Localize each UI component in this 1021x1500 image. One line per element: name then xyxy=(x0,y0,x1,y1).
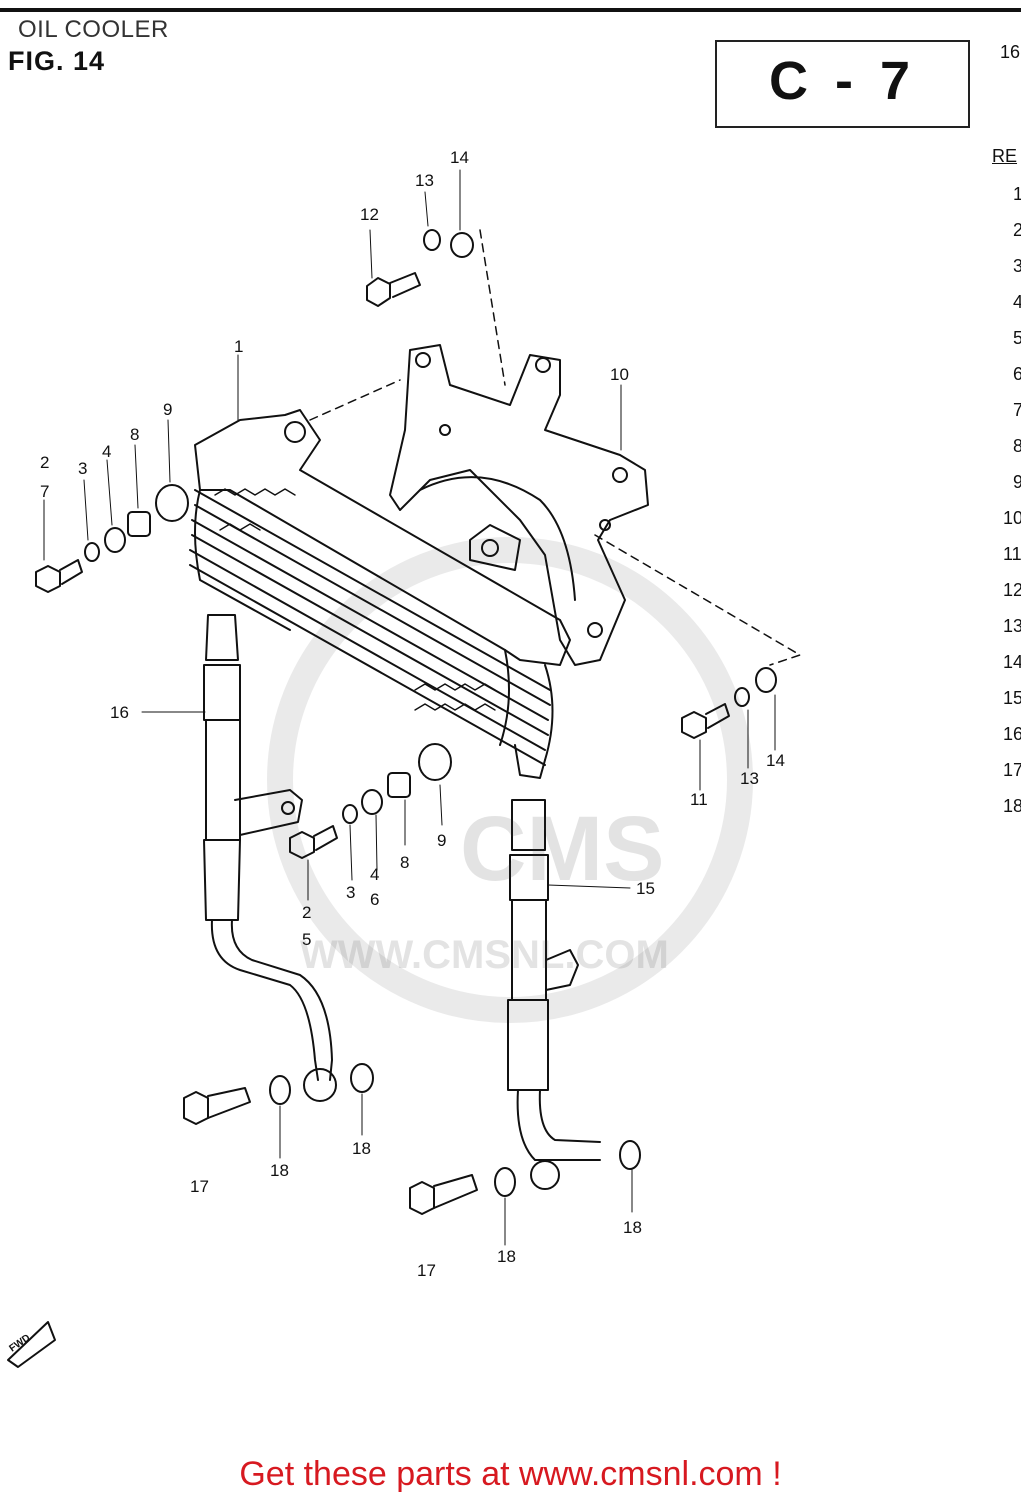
bolt-part-2 xyxy=(35,559,83,593)
watermark-logo-text: CMS xyxy=(460,798,664,900)
callout-2: 2 xyxy=(40,453,49,472)
callout-18-a: 18 xyxy=(270,1161,289,1180)
right-row-fragment: 9 xyxy=(1013,472,1021,492)
hose-part-15 xyxy=(507,799,601,1190)
callout-14: 14 xyxy=(450,148,469,167)
right-header-fragment: RE xyxy=(992,146,1018,166)
right-row-fragment: 12 xyxy=(1003,580,1021,600)
callout-12: 12 xyxy=(360,205,379,224)
washer-part-18-d xyxy=(619,1140,641,1170)
washer-part-3 xyxy=(84,542,100,562)
fwd-arrow-icon xyxy=(7,1321,56,1368)
figure-label: FIG. 14 xyxy=(8,46,106,76)
washer-part-4-lower xyxy=(361,789,383,815)
callout-1: 1 xyxy=(234,337,243,356)
callout-18-b: 18 xyxy=(352,1139,371,1158)
right-row-fragment: 8 xyxy=(1013,436,1021,456)
watermark-logo xyxy=(267,537,753,1023)
bracket-part-10 xyxy=(389,344,649,666)
oil-cooler-part-1 xyxy=(189,409,571,779)
right-row-fragment: 5 xyxy=(1013,328,1021,348)
callout-4: 4 xyxy=(102,442,111,461)
callout-3: 3 xyxy=(78,459,87,478)
right-row-fragment: 18 xyxy=(1003,796,1021,816)
callout-7: 7 xyxy=(40,482,49,501)
right-row-fragment: 1 xyxy=(1013,184,1021,204)
grommet-part-9 xyxy=(155,484,189,522)
collar-part-8-lower xyxy=(387,772,411,798)
callout-11: 11 xyxy=(690,790,708,809)
callout-4-lower: 4 xyxy=(370,865,379,884)
assembly-leaders xyxy=(309,229,801,666)
right-row-fragment: 16 xyxy=(1003,724,1021,744)
grommet-part-9-lower xyxy=(418,743,452,781)
callout-13-right: 13 xyxy=(740,769,759,788)
callout-13: 13 xyxy=(415,171,434,190)
hose-part-16 xyxy=(203,614,337,1102)
right-row-fragment: 13 xyxy=(1003,616,1021,636)
right-row-fragment: 10 xyxy=(1003,508,1021,528)
callout-9-lower: 9 xyxy=(437,831,446,850)
callout-14-right: 14 xyxy=(766,751,785,770)
page-code: C - 7 xyxy=(768,51,917,111)
washer-part-14 xyxy=(450,232,474,258)
right-row-fragment: 11 xyxy=(1003,544,1021,564)
callout-10: 10 xyxy=(610,365,629,384)
right-row-fragment: 15 xyxy=(1003,688,1021,708)
right-top-fragment: 16 xyxy=(1000,42,1021,62)
callout-5-lower: 5 xyxy=(302,930,311,949)
right-row-fragment: 14 xyxy=(1003,652,1021,672)
banjo-bolt-part-17-b xyxy=(409,1174,478,1215)
washer-part-18-b xyxy=(350,1063,374,1093)
right-row-fragment: 6 xyxy=(1013,364,1021,384)
washer-part-18-c xyxy=(494,1167,516,1197)
fwd-label: FWD xyxy=(7,1332,32,1354)
washer-part-18-a xyxy=(269,1075,291,1105)
bolt-part-12 xyxy=(366,272,421,307)
banjo-bolt-part-17 xyxy=(183,1087,251,1125)
bolt-part-11 xyxy=(681,703,730,739)
washer-part-13-right xyxy=(734,687,750,707)
washer-part-3-lower xyxy=(342,804,358,824)
washer-part-13 xyxy=(423,229,441,251)
callout-18-c: 18 xyxy=(497,1247,516,1266)
callout-16: 16 xyxy=(110,703,129,722)
right-row-fragment: 7 xyxy=(1013,400,1021,420)
callout-3-lower: 3 xyxy=(346,883,355,902)
top-rule xyxy=(0,8,1021,12)
callout-18-d: 18 xyxy=(623,1218,642,1237)
callout-8: 8 xyxy=(130,425,139,444)
right-row-fragment: 17 xyxy=(1003,760,1021,780)
collar-part-8 xyxy=(127,511,151,537)
callout-8-lower: 8 xyxy=(400,853,409,872)
washer-part-4 xyxy=(104,527,126,553)
callout-9: 9 xyxy=(163,400,172,419)
callout-6-lower: 6 xyxy=(370,890,379,909)
page-code-box: C - 7 xyxy=(715,40,970,128)
callout-17-a: 17 xyxy=(190,1177,209,1196)
right-row-fragment: 2 xyxy=(1013,220,1021,240)
watermark: CMS WWW.CMSNL.COM xyxy=(300,798,669,977)
right-row-fragment: 4 xyxy=(1013,292,1021,312)
footer-cta-link[interactable]: Get these parts at www.cmsnl.com ! xyxy=(239,1455,782,1493)
callout-labels: 1 2 7 3 4 8 9 10 12 13 14 11 13 14 16 3 … xyxy=(40,148,785,1280)
section-title: OIL COOLER xyxy=(18,16,169,43)
callout-15: 15 xyxy=(636,879,655,898)
callout-2-lower: 2 xyxy=(302,903,311,922)
watermark-url: WWW.CMSNL.COM xyxy=(300,933,669,977)
callout-17-b: 17 xyxy=(417,1261,436,1280)
callout-leaders xyxy=(43,169,776,1246)
right-row-fragment: 3 xyxy=(1013,256,1021,276)
washer-part-14-right xyxy=(755,667,777,693)
bolt-part-2-lower xyxy=(289,825,338,859)
